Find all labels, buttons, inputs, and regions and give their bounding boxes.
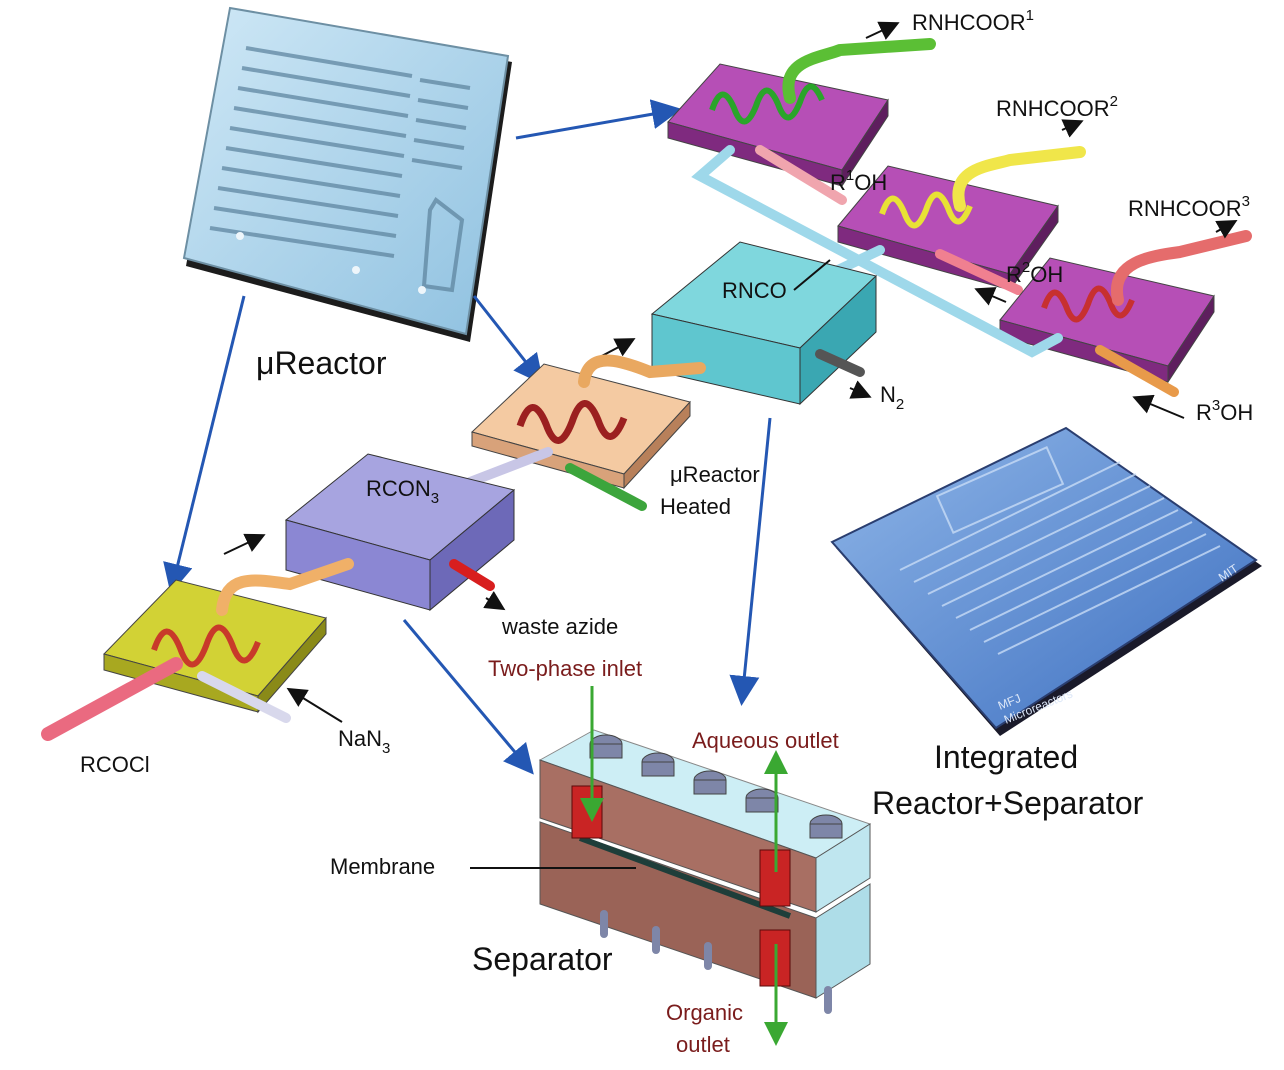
nan3-inlet-tube <box>197 671 291 723</box>
red-outlet-tube <box>1110 230 1252 306</box>
rnhcoor2-label: RNHCOOR2 <box>996 93 1118 121</box>
carbamate-reactor-3 <box>999 230 1252 397</box>
membrane-separator <box>538 729 872 1014</box>
rnhcoor1-label: RNHCOOR1 <box>912 7 1034 35</box>
heated-side-tube <box>565 463 647 511</box>
integrated-caption-line2: Reactor+Separator <box>872 785 1144 821</box>
arrow-to-separator-from-rnco <box>729 417 772 706</box>
carbamate-reactor-2 <box>837 146 1086 295</box>
n2-arrow <box>849 380 872 399</box>
rnhcoor3-arrow <box>1215 220 1238 239</box>
rcocl-label: RCOCl <box>80 752 150 777</box>
heated-outlet-tube <box>578 354 706 388</box>
rnco-pointer <box>793 259 831 291</box>
rnco-distribution-tube <box>691 145 1063 358</box>
heated-reactor-label-line1: μReactor <box>670 462 760 487</box>
organic-outlet-label-line1: Organic <box>666 1000 743 1025</box>
heated-reactor-label-line2: Heated <box>660 494 731 519</box>
separator-caption: Separator <box>472 941 613 977</box>
membrane-sheet <box>578 835 792 919</box>
arrow-to-carbamate-reactors <box>515 99 682 140</box>
rcon3-label: RCON3 <box>366 476 439 507</box>
r2oh-label: R2OH <box>1006 259 1063 287</box>
r1oh-label: R1OH <box>830 167 887 195</box>
arrow-to-nan3-reactor <box>163 295 246 594</box>
rcocl-inlet-tube <box>41 657 183 741</box>
membrane-label: Membrane <box>330 854 435 879</box>
aqueous-outlet-label: Aqueous outlet <box>692 728 839 753</box>
blue-flow-arrows <box>163 99 772 775</box>
waste-azide-arrow <box>483 591 506 611</box>
waste-azide-label: waste azide <box>501 614 618 639</box>
rnhcoor3-label: RNHCOOR3 <box>1128 193 1250 221</box>
nan3-arrow <box>286 687 343 723</box>
arrow-to-heated-reactor <box>472 295 544 385</box>
r2oh-inlet-tube <box>935 249 1023 295</box>
carbamate-reactor-1 <box>667 38 936 205</box>
rnhcoor2-arrow <box>1061 119 1084 138</box>
integrated-chip-photo: MFJ Microreactors MIT <box>830 426 1262 736</box>
organic-outlet-label-line2: outlet <box>676 1032 730 1057</box>
integrated-caption-line1: Integrated <box>934 739 1078 775</box>
n2-label: N2 <box>880 382 904 413</box>
flow-arrow-to-azide <box>223 533 266 555</box>
green-outlet-tube <box>782 38 936 104</box>
ureactor-chip-photo <box>182 6 512 342</box>
yellow-outlet-tube <box>952 146 1086 212</box>
separator-pins <box>600 910 832 1014</box>
heated-ureactor <box>465 354 706 511</box>
nan3-outlet-tube <box>216 558 354 616</box>
azide-to-heated-tube <box>465 447 553 487</box>
waste-azide-tube <box>449 559 495 591</box>
r1oh-inlet-tube <box>755 145 847 205</box>
arrow-to-separator-from-azide <box>402 619 534 775</box>
rnco-label: RNCO <box>722 278 787 303</box>
r2oh-arrow <box>974 287 1007 306</box>
rnhcoor1-arrow <box>865 21 900 40</box>
chip-channels <box>209 46 471 293</box>
integrated-chip-channels <box>899 446 1221 655</box>
nan3-ureactor <box>41 558 354 741</box>
two-phase-inlet-label: Two-phase inlet <box>488 656 642 681</box>
n2-outlet-tube <box>815 349 865 377</box>
nan3-label: NaN3 <box>338 726 390 757</box>
separator-bolts <box>589 734 843 839</box>
ureactor-caption: μReactor <box>256 345 387 381</box>
r3oh-arrow <box>1132 394 1185 419</box>
azide-separator-box <box>284 453 516 612</box>
r3oh-label: R3OH <box>1196 397 1253 425</box>
r3oh-inlet-tube <box>1095 345 1179 397</box>
inlet-channel <box>571 785 603 839</box>
